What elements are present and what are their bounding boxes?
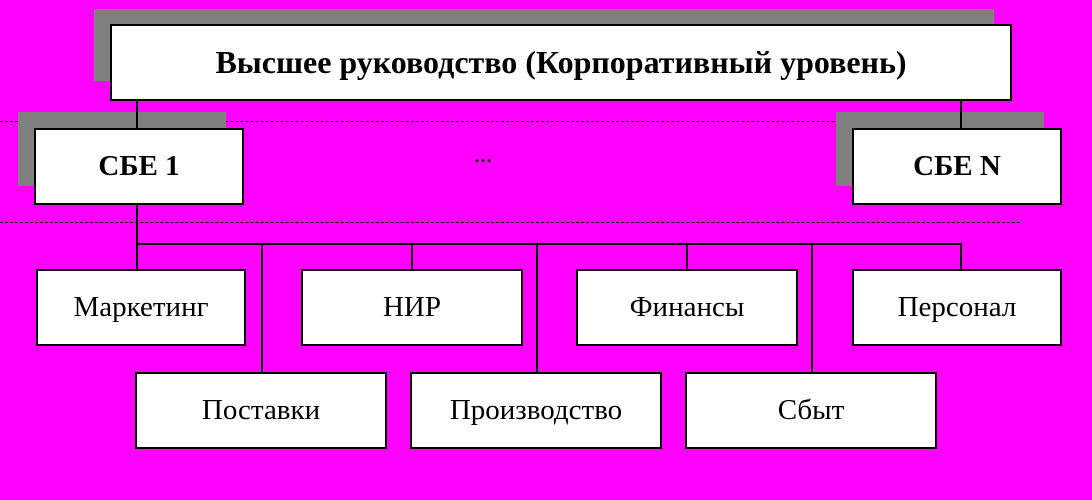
business-unit-level-separator: [0, 222, 1020, 223]
sbe-1-box: СБЕ 1: [34, 128, 244, 205]
connector-top-to-sbe-1: [136, 100, 138, 129]
sbe-n-box: СБЕ N: [852, 128, 1062, 205]
connector-drop-production: [536, 243, 538, 373]
connector-drop-personnel: [960, 243, 962, 270]
sales-box: Сбыт: [685, 372, 937, 449]
connector-drop-sales: [811, 243, 813, 373]
connector-functions-bus: [136, 243, 962, 245]
connector-drop-niokr: [411, 243, 413, 270]
finance-box: Финансы: [576, 269, 798, 346]
connector-drop-supply: [261, 243, 263, 373]
corporate-level-separator: [0, 121, 1020, 122]
connector-top-to-sbe-n: [960, 100, 962, 129]
supply-box: Поставки: [135, 372, 387, 449]
ellipsis-more-sbe: …: [474, 146, 496, 166]
top-management-box: Высшее руководство (Корпоративный уровен…: [110, 24, 1012, 101]
marketing-box: Маркетинг: [36, 269, 246, 346]
personnel-box: Персонал: [852, 269, 1062, 346]
niokr-box: НИР: [301, 269, 523, 346]
connector-drop-finance: [686, 243, 688, 270]
connector-sbe-1-trunk: [136, 203, 138, 270]
production-box: Производство: [410, 372, 662, 449]
